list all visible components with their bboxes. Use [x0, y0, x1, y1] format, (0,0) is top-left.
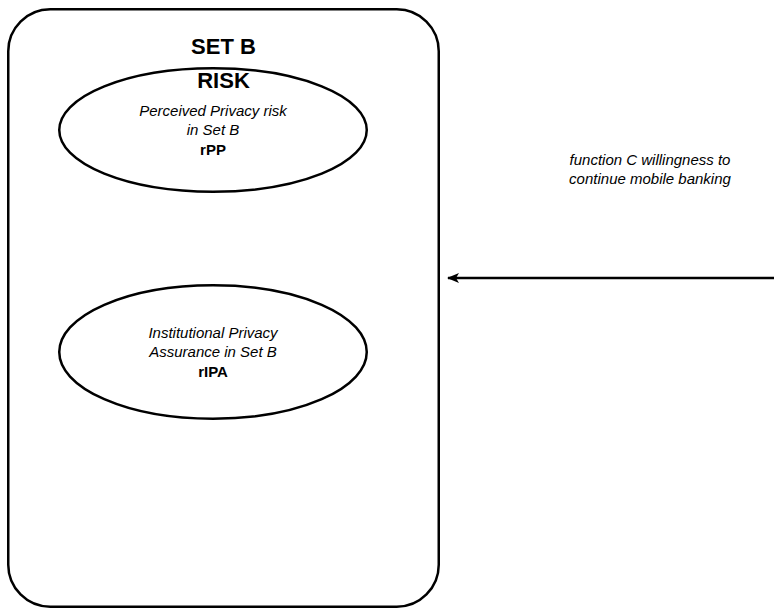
arrow-label: function C willingness to continue mobil… — [540, 150, 760, 188]
construct-name: Institutional Privacy Assurance in Set B — [138, 323, 288, 361]
input-arrow — [448, 277, 774, 280]
construct-name: Perceived Privacy risk in Set B — [138, 101, 288, 139]
set-heading: SET B RISK — [179, 30, 269, 98]
set-box: SET B RISKPerceived Privacy risk in Set … — [7, 8, 440, 608]
construct-ellipse: Institutional Privacy Assurance in Set B… — [58, 284, 368, 420]
construct-code: rIPA — [198, 362, 228, 381]
construct-code: rPP — [200, 140, 226, 159]
